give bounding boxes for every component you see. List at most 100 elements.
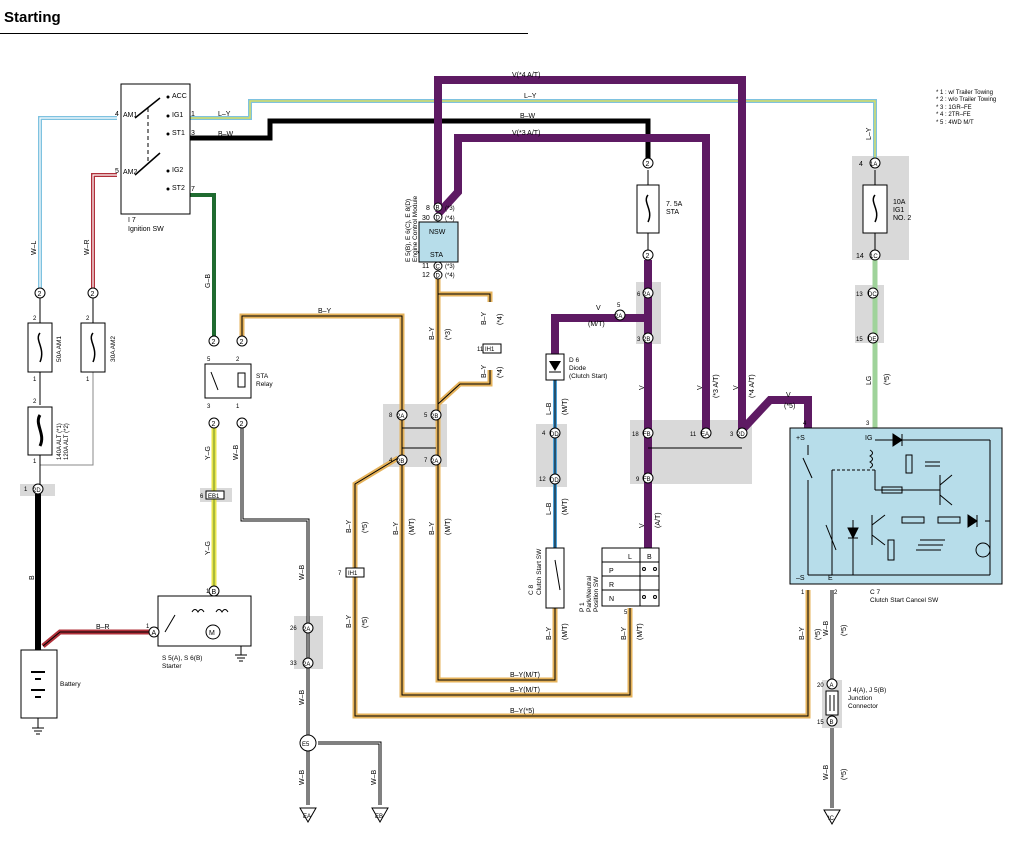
ecm-ref: E 5(B), E 6(C), E 8(D) xyxy=(405,199,412,262)
lbl-v-sta2-n: (A/T) xyxy=(655,512,662,528)
note-1: * 1 : w/ Trailer Towing xyxy=(936,90,993,96)
pn-r: R xyxy=(609,582,614,589)
lbl-v-5: V xyxy=(786,392,791,399)
lbl-v-5n: (*5) xyxy=(784,403,795,410)
starter-motor: M xyxy=(209,630,215,637)
fb-3b: 3 xyxy=(730,432,734,438)
wire-by-orange xyxy=(239,278,811,719)
pn-n: N xyxy=(609,596,614,603)
lbl-yg1: Y–G xyxy=(205,446,212,460)
wire-violet xyxy=(434,76,812,548)
ecm-plug-d2: D xyxy=(436,274,441,280)
fuse-alt-conn-1: 1 xyxy=(24,487,28,493)
fuse-sta-rating: 7. 5A xyxy=(666,201,683,208)
cs-pin-1: 1 xyxy=(801,590,805,596)
fuse-ig1-pin-14: 14 xyxy=(856,253,864,260)
pn-l: L xyxy=(628,554,632,561)
note-3: * 3 : 1GR–FE xyxy=(936,104,972,111)
lbl-by-left: B–Y xyxy=(346,519,353,533)
fuse-am2-pin-top: 2 xyxy=(86,316,90,322)
fuse-sta: 2 2 7. 5A STA xyxy=(636,157,683,261)
cs-ig: IG xyxy=(865,435,872,442)
lbl-v-3at: V xyxy=(697,385,704,390)
relay-pin-1: 1 xyxy=(236,404,240,410)
relay-name-2: Relay xyxy=(256,381,273,388)
fuse-am2: 2 2 1 30A AM2 xyxy=(80,287,117,383)
dc-15: 15 xyxy=(856,337,863,343)
ignition-sw: ACC IG1 ST1 IG2 ST2 AM1 AM2 1 3 7 4 5 I … xyxy=(115,83,195,233)
dd-1: DD xyxy=(550,432,559,438)
lbl-by-top: B–Y xyxy=(318,308,332,315)
lbl-wb4: W–B xyxy=(299,770,306,786)
lbl-ly-top: L–Y xyxy=(218,111,231,118)
ih1b-label: IH1 xyxy=(348,571,358,577)
fuse-alt-label-1: 140A ALT (*1) xyxy=(57,423,63,460)
lbl-lg-n: (*5) xyxy=(884,374,891,385)
fuse-am1-pin-top: 2 xyxy=(33,316,37,322)
lbl-wb5: W–B xyxy=(371,770,378,786)
fb-ea: EA xyxy=(701,432,709,438)
starter-pin-1: 1 xyxy=(206,589,210,595)
fuse-am1-conn: 2 xyxy=(38,291,42,298)
wire-fuse-chain xyxy=(39,170,876,484)
fuse-am1-label: 50A AM1 xyxy=(56,336,63,362)
relay-conn-2b: 2 xyxy=(240,339,244,346)
fuse-am1: 2 2 1 50A AM1 xyxy=(27,287,63,383)
ecm-pin-12: 12 xyxy=(422,272,430,279)
dd-4: 4 xyxy=(542,431,546,437)
relay-pin-2: 2 xyxy=(236,357,240,363)
lbl-by-ih1b: B–Y xyxy=(481,364,488,378)
fb-11: 11 xyxy=(690,432,697,438)
lbl-bw-mid: B–W xyxy=(520,113,536,120)
lbl-by-left-n: (*5) xyxy=(362,522,369,533)
jc-2a-1: 2A xyxy=(397,414,404,420)
dd-2: DD xyxy=(550,478,559,484)
fuse-am2-label: 30A AM2 xyxy=(110,336,117,362)
note-4: * 4 : 2TR–FE xyxy=(936,112,971,119)
gnd-eb: EB xyxy=(375,814,383,820)
pn-b: B xyxy=(647,554,652,561)
lbl-wr: W–R xyxy=(84,239,91,255)
fuse-sta-name: STA xyxy=(666,209,679,216)
relay-name-1: STA xyxy=(256,373,269,380)
starter-pin-a: A xyxy=(152,630,157,637)
fb-6: 6 xyxy=(637,292,641,298)
ign-am1: AM1 xyxy=(123,112,138,119)
lbl-lg: LG xyxy=(866,376,873,385)
lbl-ly-v: L–Y xyxy=(866,127,873,140)
lbl-yg2: Y–G xyxy=(205,541,212,555)
lbl-v-sta2: V xyxy=(639,523,646,528)
fuse-ig1-plug-1a: 1A xyxy=(870,162,877,168)
ecm-note-3: (*3) xyxy=(445,264,455,270)
wire-br-starter xyxy=(41,629,150,648)
clutch-start-sw: C 8 Clutch Start SW xyxy=(528,547,565,609)
dd-12: 12 xyxy=(539,477,546,483)
dc-1: DC xyxy=(868,292,877,298)
ih1b-pin: 7 xyxy=(338,571,342,577)
lbl-wb7n: (*5) xyxy=(841,625,848,636)
connectors-2a2b: 2A 8 2B 5 2B 4 2A 7 xyxy=(389,409,442,466)
ecm-plug-c: C xyxy=(436,265,441,271)
fuse-sta-pin-top: 2 xyxy=(646,161,650,168)
diode-name-2: (Clutch Start) xyxy=(569,373,607,380)
pn-name-1: Park/Neutral xyxy=(586,575,593,612)
lbl-bw-top: B–W xyxy=(218,131,234,138)
ign-pin-5: 5 xyxy=(115,168,119,175)
lbl-wb2: W–B xyxy=(299,565,306,581)
ecm-nsw: NSW xyxy=(429,229,446,236)
fb-18: 18 xyxy=(632,432,639,438)
fuse-alt-conn-2d: 2D xyxy=(33,488,41,494)
ecm-note-1: (*3) xyxy=(445,206,455,212)
fuse-ig1-plug-1c: 1C xyxy=(870,254,878,260)
connector-ih1-a: 11 IH1 xyxy=(477,343,502,354)
ih1a-label: IH1 xyxy=(485,347,495,353)
junction-connector: A 20 B 15 J 4(A), J 5(B) Junction Connec… xyxy=(817,678,886,728)
ecm-note-2: (*4) xyxy=(445,216,455,222)
ign-st2: ST2 xyxy=(172,185,185,192)
ecm-plug-d1: D xyxy=(436,216,441,222)
diode-name-1: Diode xyxy=(569,365,586,372)
lbl-by-cs: B–Y xyxy=(546,626,553,640)
relay-pin-5: 5 xyxy=(207,357,211,363)
jc-2b-2: 2B xyxy=(397,459,404,465)
lbl-wb6n: (*5) xyxy=(841,769,848,780)
